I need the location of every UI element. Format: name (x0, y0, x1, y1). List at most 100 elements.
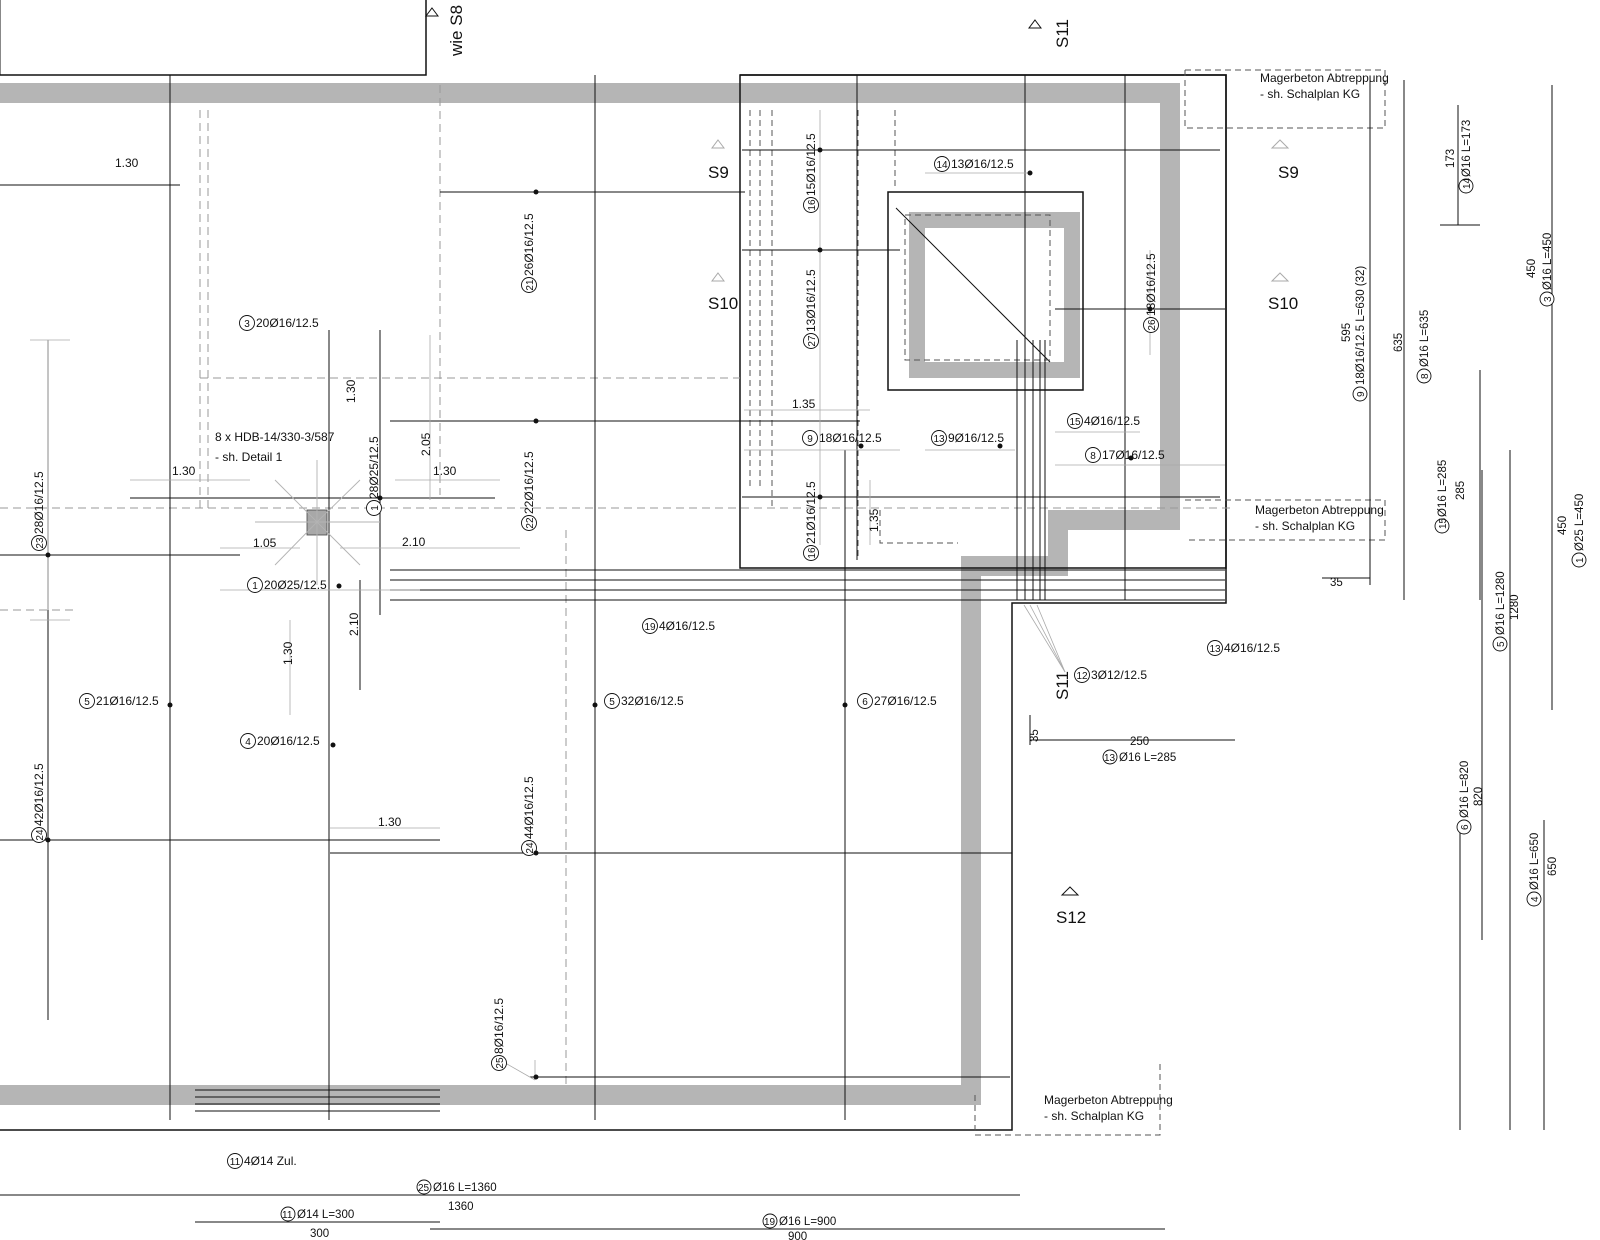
shape-8-number: 8 (1420, 373, 1431, 379)
bar-label-number: 25 (495, 1057, 506, 1069)
shape-19-number: 19 (764, 1217, 776, 1228)
bar-label-number: 8 (1090, 451, 1096, 462)
dim-210-v: 2.10 (347, 612, 361, 636)
bar-label-circle (31, 535, 47, 551)
bar-label-number: 19 (644, 622, 656, 633)
bar-label-b1v: 1 28Ø25/12.5 (366, 436, 382, 516)
bar-label-number: 21 (525, 279, 536, 291)
bar-label-number: 12 (1076, 671, 1088, 682)
bar-label-number: 23 (35, 537, 46, 549)
bar-label-b25: 25 8Ø16/12.5 (491, 998, 507, 1071)
dim-130-d: 1.30 (378, 815, 402, 829)
bar-label-number: 13 (1209, 644, 1221, 655)
shape-15: 15 Ø16 L=285 (1434, 460, 1450, 534)
bar-label-circle (521, 515, 537, 531)
bar-label-number: 27 (807, 335, 818, 347)
title-block-frame (0, 0, 427, 76)
shape-6-number: 6 (1460, 824, 1471, 830)
shape-1: 1 Ø25 L=450 (1571, 494, 1587, 568)
shape-5-len: 1280 (1509, 594, 1521, 620)
dim-130-c: 1.30 (433, 464, 457, 478)
bar-label-text: 32Ø16/12.5 (621, 694, 684, 708)
note-hdb: 8 x HDB-14/330-3/587 (215, 430, 335, 444)
shape-4: 4 Ø16 L=650 (1526, 833, 1542, 907)
shape-9-text: 18Ø16/12.5 L=630 (32) (1355, 266, 1367, 385)
note-magerbeton-1: Magerbeton Abtreppung (1260, 71, 1389, 85)
slab-edge-band (0, 83, 1180, 1105)
bar-label-circle (1143, 317, 1159, 333)
dim-210-h: 2.10 (402, 535, 426, 549)
bar-label-b22: 22 22Ø16/12.5 (521, 451, 537, 531)
bar-label-circle (366, 500, 382, 516)
bar-label-number: 16 (807, 199, 818, 211)
bar-label-text: 13Ø16/12.5 (804, 269, 818, 332)
bar-label-text: 22Ø16/12.5 (522, 451, 536, 514)
bar-label-circle (803, 333, 819, 349)
bar-label-circle (931, 430, 947, 446)
shape-6: 6 Ø16 L=820 (1456, 761, 1472, 835)
bar-label-number: 11 (230, 1157, 241, 1168)
dimension-texts: 1.30 1.30 1.30 1.30 1.30 1.30 2.05 2.10 … (115, 156, 1343, 829)
bar-label-number: 15 (1069, 417, 1081, 428)
shape-9-len: 595 (1341, 323, 1353, 342)
dim-130-b: 1.30 (172, 464, 196, 478)
section-s9-right: S9 (1278, 163, 1299, 182)
shape-1-len: 450 (1557, 516, 1569, 535)
bar-label-text: 42Ø16/12.5 (32, 763, 46, 826)
shape-13-number: 13 (1104, 753, 1116, 764)
slab-outline (0, 74, 1227, 1131)
shape-25-text: Ø16 L=1360 (433, 1182, 497, 1194)
shape-11-text: Ø14 L=300 (297, 1209, 354, 1221)
bar-label-circle (227, 1153, 243, 1169)
section-s11-top: S11 (1053, 19, 1072, 48)
shape-4-number: 4 (1530, 896, 1541, 902)
bar-label-circle (1074, 667, 1090, 683)
shape-11-number: 11 (282, 1210, 293, 1221)
shape-9: 9 18Ø16/12.5 L=630 (32) (1352, 266, 1368, 402)
shape-4-len: 650 (1547, 857, 1559, 876)
shape-25: 25 Ø16 L=1360 (416, 1179, 497, 1195)
shape-25-number: 25 (418, 1183, 430, 1194)
bar-label-number: 1 (370, 505, 381, 511)
bar-label-text: 28Ø25/12.5 (367, 436, 381, 499)
bar-label-number: 6 (862, 697, 868, 708)
note-magerbeton-2: Magerbeton Abtreppung (1255, 503, 1384, 517)
shape-15-text: Ø16 L=285 (1437, 460, 1449, 517)
shape-3-len: 450 (1526, 259, 1538, 278)
shape-6-text: Ø16 L=820 (1459, 761, 1471, 818)
bar-label-circle (1207, 640, 1223, 656)
shape-4-text: Ø16 L=650 (1529, 833, 1541, 890)
dimension-lines (30, 110, 1225, 1081)
bar-label-text: 8Ø16/12.5 (492, 998, 506, 1054)
hdb-anchor-detail (255, 460, 380, 585)
dim-130-v1: 1.30 (344, 379, 358, 403)
bar-label-number: 22 (525, 517, 536, 529)
section-wie-s8: wie S8 (447, 5, 466, 57)
bar-label-text: 4Ø16/12.5 (1224, 641, 1280, 655)
dashed-guides (0, 69, 1386, 1136)
bar-label-b27: 27 13Ø16/12.5 (803, 269, 819, 349)
bar-label-number: 1 (252, 581, 258, 592)
shape-19: 19 Ø16 L=900 (762, 1213, 836, 1229)
bar-label-number: 14 (936, 160, 948, 171)
section-labels: wie S8 S11 S9 S9 S10 S10 S11 S12 (447, 5, 1299, 927)
dim-130-a: 1.30 (115, 156, 139, 170)
bar-label-text: 4Ø16/12.5 (1084, 414, 1140, 428)
dim-35-a: 35 (1330, 577, 1343, 589)
dim-135-v: 1.35 (867, 508, 881, 532)
